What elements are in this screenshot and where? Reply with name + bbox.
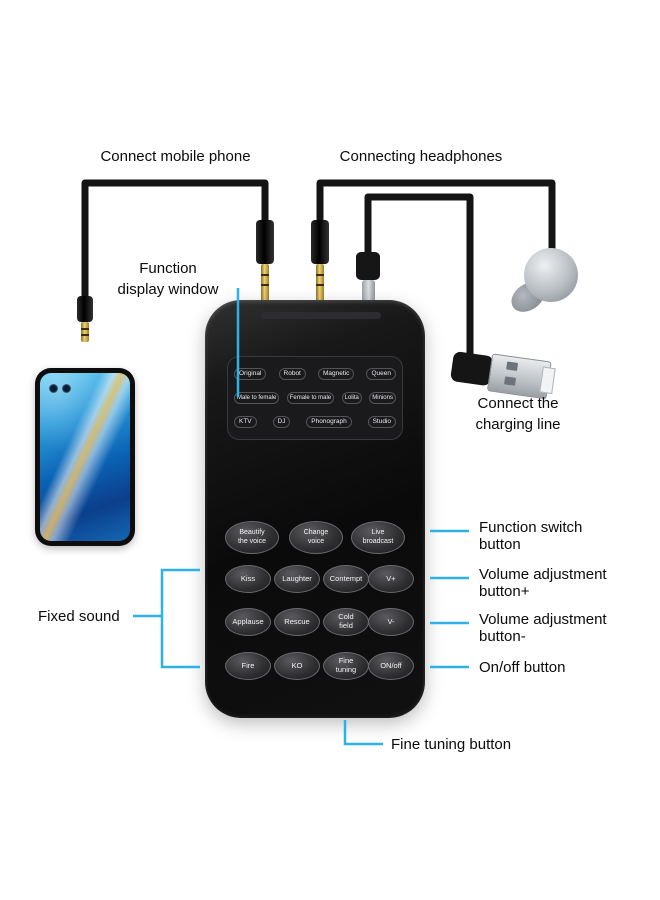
device-port-strip (261, 312, 381, 319)
usb-c-plug-tip (362, 280, 375, 302)
display-mode-robot: Robot (278, 367, 306, 381)
label-connect-mobile-phone: Connect mobile phone (100, 148, 251, 165)
device-button-live-broadcast: Live broadcast (351, 521, 405, 554)
display-mode-female-to-male: Female to male (286, 391, 335, 404)
display-mode-dj: DJ (272, 415, 291, 429)
device-button-ko: KO (274, 652, 320, 680)
device-button-cold-field: Cold field (323, 608, 369, 636)
device-button-volume-plus: V+ (368, 565, 414, 593)
callout-fixed-sound-bracket (160, 568, 200, 669)
device-button-on-off: ON/off (368, 652, 414, 680)
label-connect-charging-line: Connect the charging line (475, 395, 561, 433)
jack-ring (316, 284, 324, 286)
display-mode-lolita: Lolita (341, 391, 362, 404)
display-mode-ktv: KTV (234, 415, 257, 429)
label-function-switch-button: Function switch button (479, 519, 583, 553)
phone-cable (81, 179, 269, 300)
display-mode-phonograph: Phonograph (306, 415, 352, 429)
charging-cable (364, 193, 474, 354)
jack-ring (316, 274, 324, 276)
jack-ring (261, 274, 269, 276)
label-connecting-headphones: Connecting headphones (339, 148, 503, 165)
device-audio-jack1-body (256, 220, 274, 264)
display-mode-male-to-female: Male to female (234, 391, 280, 404)
headphone-cable (316, 179, 556, 252)
display-row: Male to female Female to male Lolita Min… (234, 391, 396, 404)
phone-audio-jack-tip (81, 322, 89, 342)
phone-audio-jack-body (77, 296, 93, 322)
label-fine-tuning-button: Fine tuning button (391, 736, 512, 753)
function-display-window: Original Robot Magnetic Queen Male to fe… (227, 356, 403, 440)
device-audio-jack1-tip (261, 264, 269, 302)
display-mode-studio: Studio (367, 415, 396, 429)
label-on-off-button: On/off button (479, 659, 566, 676)
smartphone (35, 368, 135, 546)
jack-ring (81, 328, 89, 330)
device-button-change-voice: Change voice (289, 521, 343, 554)
device-button-laughter: Laughter (274, 565, 320, 593)
display-mode-magnetic: Magnetic (317, 367, 355, 381)
device-button-volume-minus: V- (368, 608, 414, 636)
device-button-contempt: Contempt (323, 565, 369, 593)
device-button-fine-tuning: Fine tuning (323, 652, 369, 680)
device-button-applause: Applause (225, 608, 271, 636)
smartphone-screen (40, 373, 130, 541)
display-mode-original: Original (234, 367, 267, 381)
device-button-rescue: Rescue (274, 608, 320, 636)
camera-lens (49, 384, 58, 393)
jack-ring (81, 334, 89, 336)
device-button-kiss: Kiss (225, 565, 271, 593)
callout-fine-tuning (343, 720, 383, 746)
device-button-fire: Fire (225, 652, 271, 680)
display-row: KTV DJ Phonograph Studio (234, 415, 396, 429)
label-volume-adjustment-minus: Volume adjustment button- (479, 611, 607, 645)
device-button-beautify-voice: Beautify the voice (225, 521, 279, 554)
earbud (524, 248, 578, 302)
camera-lens (62, 384, 71, 393)
label-fixed-sound: Fixed sound (38, 608, 120, 625)
device-audio-jack2-body (311, 220, 329, 264)
label-volume-adjustment-plus: Volume adjustment button+ (479, 566, 607, 600)
display-mode-minions: Minions (369, 391, 396, 404)
display-mode-queen: Queen (366, 367, 396, 381)
device-audio-jack2-tip (316, 264, 324, 302)
display-row: Original Robot Magnetic Queen (234, 367, 396, 381)
voice-changer-device: Original Robot Magnetic Queen Male to fe… (205, 300, 425, 718)
label-function-display-window: Function display window (117, 260, 219, 298)
jack-ring (261, 284, 269, 286)
usb-c-plug-body (356, 252, 380, 280)
